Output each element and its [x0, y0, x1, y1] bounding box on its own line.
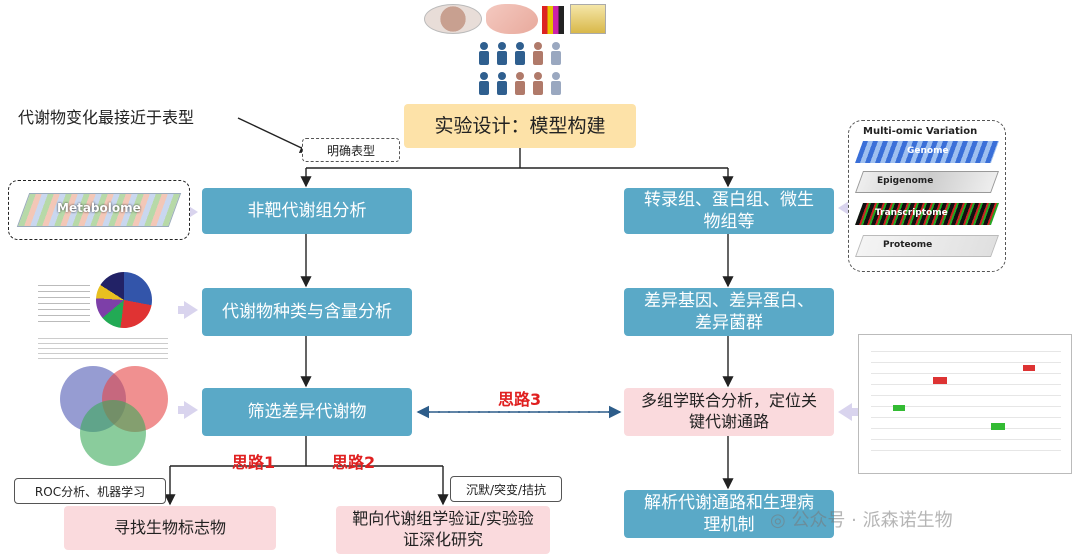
pie-legend-lines	[38, 280, 90, 324]
differential-genes-box: 差异基因、差异蛋白、差异菌群	[624, 288, 834, 336]
pathway-mechanism-box: 解析代谢通路和生理病理机制	[624, 490, 834, 538]
metabolite-class-pie-image	[30, 256, 180, 366]
idea-3-label: 思路3	[498, 390, 542, 409]
sample-jar-image	[570, 4, 606, 34]
watermark-icon: ◎	[770, 510, 792, 531]
pathway-node-red-2	[1023, 365, 1035, 371]
idea-2-label: 思路2	[332, 453, 376, 472]
pathway-map-image	[858, 334, 1072, 474]
idea-1-label: 思路1	[232, 453, 276, 472]
pie-thumbnail	[96, 272, 152, 328]
roc-note: ROC分析、机器学习	[14, 478, 166, 504]
genome-label: Genome	[907, 146, 949, 156]
pellet-dish-image	[424, 4, 482, 34]
pathway-node-green-2	[893, 405, 905, 411]
people-group-icon	[474, 40, 564, 102]
metabolome-panel: Metabolome	[8, 180, 190, 240]
experiment-design-box: 实验设计：模型构建	[404, 104, 636, 148]
pie-legend-block	[38, 334, 168, 360]
watermark: ◎ 公众号 · 派森诺生物	[770, 506, 953, 532]
transcriptome-proteome-box: 转录组、蛋白组、微生物组等	[624, 188, 834, 234]
multi-omic-title: Multi-omic Variation	[863, 126, 978, 137]
venn-diagram-image	[50, 360, 180, 472]
people-figures	[479, 42, 561, 95]
metabolome-label: Metabolome	[57, 201, 141, 215]
multi-omics-integration-box: 多组学联合分析，定位关键代谢通路	[624, 388, 834, 436]
silence-note: 沉默/突变/拮抗	[450, 476, 562, 502]
transcriptome-label: Transcriptome	[875, 208, 948, 218]
screen-differential-metabolites-box: 筛选差异代谢物	[202, 388, 412, 436]
phenotype-note: 明确表型	[302, 138, 400, 162]
biomarker-box: 寻找生物标志物	[64, 506, 276, 550]
proteome-label: Proteome	[883, 240, 933, 250]
multi-omic-panel: Multi-omic Variation Genome Epigenome Tr…	[848, 120, 1006, 272]
pathway-node-red	[933, 377, 947, 384]
epigenome-label: Epigenome	[877, 176, 934, 186]
sample-tubes-image	[542, 6, 564, 34]
top-note: 代谢物变化最接近于表型	[18, 108, 195, 127]
venn-circle-c	[80, 400, 146, 466]
targeted-validation-box: 靶向代谢组学验证/实验验证深化研究	[336, 506, 550, 554]
pathway-node-green	[991, 423, 1005, 430]
untargeted-metabolomics-box: 非靶代谢组分析	[202, 188, 412, 234]
metabolite-class-content-box: 代谢物种类与含量分析	[202, 288, 412, 336]
mouse-image	[486, 4, 538, 34]
watermark-text: 公众号 · 派森诺生物	[791, 510, 953, 531]
